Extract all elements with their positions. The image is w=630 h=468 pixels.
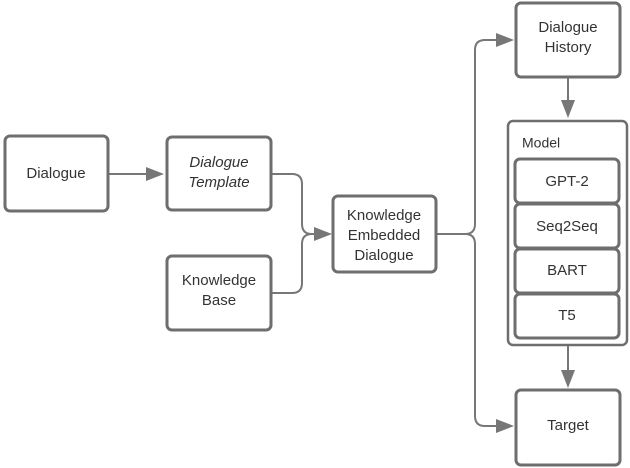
node-embedded-line3: Dialogue <box>354 247 413 264</box>
node-dialogue-template: Dialogue Template <box>165 135 273 212</box>
arrowhead-template <box>146 167 164 181</box>
arrowhead-model <box>561 100 575 118</box>
model-item-seq2seq: Seq2Seq <box>513 202 621 250</box>
model-container: Model GPT-2 Seq2Seq BART T5 <box>506 119 629 347</box>
node-embedded-line2: Embedded <box>348 227 421 244</box>
model-title: Model <box>522 135 560 151</box>
model-item-bart: BART <box>513 247 621 295</box>
node-target-label: Target <box>547 417 590 434</box>
node-knowledge-base-line1: Knowledge <box>182 272 256 289</box>
edges <box>108 33 575 433</box>
node-history-line2: History <box>545 39 592 56</box>
edge-kb-to-embedded <box>271 233 313 294</box>
node-embedded-line1: Knowledge <box>347 207 421 224</box>
edge-fork-to-history <box>464 39 497 235</box>
model-item-bart-label: BART <box>547 262 587 279</box>
model-item-gpt2-label: GPT-2 <box>545 173 588 190</box>
arrowhead-embedded <box>314 227 332 241</box>
node-dialogue: Dialogue <box>3 134 110 213</box>
model-item-t5-label: T5 <box>558 307 576 324</box>
model-item-t5: T5 <box>513 292 621 340</box>
arrowhead-history <box>496 33 514 47</box>
node-dialogue-template-line1: Dialogue <box>189 154 248 171</box>
model-item-gpt2: GPT-2 <box>513 157 621 205</box>
arrowhead-target-from-model <box>561 370 575 388</box>
node-knowledge-embedded-dialogue: Knowledge Embedded Dialogue <box>331 194 438 274</box>
node-knowledge-base-line2: Base <box>202 292 236 309</box>
node-history-line1: Dialogue <box>538 19 597 36</box>
node-dialogue-history: Dialogue History <box>514 1 622 79</box>
edge-fork-to-target <box>464 233 497 427</box>
node-dialogue-label: Dialogue <box>26 165 85 182</box>
model-item-seq2seq-label: Seq2Seq <box>536 218 598 235</box>
node-target: Target <box>514 388 622 467</box>
edge-template-to-embedded <box>271 173 316 235</box>
node-knowledge-base: Knowledge Base <box>165 254 273 332</box>
arrowhead-target <box>496 419 514 433</box>
node-dialogue-template-line2: Template <box>188 174 249 191</box>
